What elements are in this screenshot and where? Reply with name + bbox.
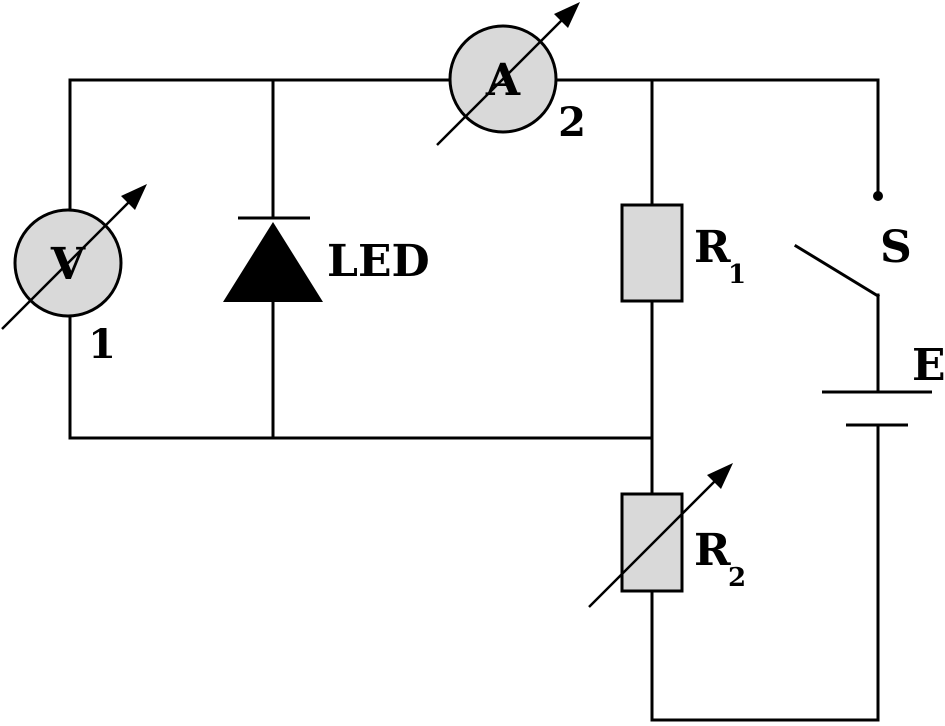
resistor-r2-arrow-line bbox=[588, 477, 719, 608]
resistor-r2-label: R bbox=[694, 525, 731, 576]
source-label: E bbox=[912, 340, 945, 391]
switch-contact-dot bbox=[873, 191, 883, 201]
battery: E bbox=[822, 340, 945, 427]
resistor-r1: R 1 bbox=[620, 203, 746, 303]
ammeter: A 2 bbox=[436, 2, 586, 146]
resistor-r2-letter: R bbox=[694, 525, 731, 576]
ammeter-number: 2 bbox=[558, 99, 586, 146]
voltmeter: V 1 bbox=[1, 184, 147, 368]
ammeter-arrow-line bbox=[436, 16, 566, 146]
led-triangle bbox=[223, 222, 323, 302]
resistor-r1-label: R bbox=[694, 222, 731, 273]
resistor-r1-subscript: 1 bbox=[728, 260, 746, 290]
resistor-r1-letter: R bbox=[694, 222, 731, 273]
voltmeter-arrow-head bbox=[121, 184, 147, 210]
ammeter-arrow-head bbox=[554, 2, 580, 28]
resistor-r1-body bbox=[620, 203, 684, 303]
voltmeter-symbol: V bbox=[50, 239, 86, 290]
resistor-r2-subscript: 2 bbox=[728, 563, 746, 593]
switch: S bbox=[793, 191, 912, 299]
resistor-r2-arrow-head bbox=[707, 463, 733, 489]
switch-lever bbox=[793, 243, 881, 299]
switch-label: S bbox=[880, 222, 912, 273]
led-label: LED bbox=[327, 236, 430, 287]
led-diode: LED bbox=[223, 216, 430, 302]
voltmeter-number: 1 bbox=[88, 321, 116, 368]
wires bbox=[68, 78, 880, 722]
resistor-r2: R 2 bbox=[588, 463, 746, 608]
voltmeter-arrow-line bbox=[1, 198, 133, 330]
ammeter-symbol: A bbox=[485, 55, 521, 106]
